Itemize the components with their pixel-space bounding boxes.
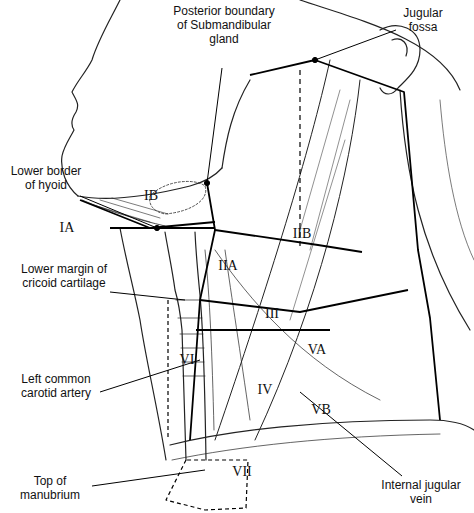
callout-label: Internal jugular vein bbox=[376, 478, 466, 506]
level-number: VA bbox=[302, 342, 332, 358]
level-number: IIB bbox=[284, 226, 320, 242]
level-number: IV bbox=[250, 382, 280, 398]
callout-label: Lower margin of cricoid cartilage bbox=[14, 262, 114, 290]
level-number: VII bbox=[224, 464, 260, 480]
level-number: VB bbox=[306, 402, 336, 418]
callout-label: Jugular fossa bbox=[390, 6, 456, 34]
callout-label: Left common carotid artery bbox=[6, 372, 106, 400]
level-number: IB bbox=[136, 188, 166, 204]
level-number: IIA bbox=[210, 258, 246, 274]
level-number: IA bbox=[52, 220, 82, 236]
callout-label: Lower border of hyoid bbox=[4, 164, 88, 192]
callout-label: Top of manubrium bbox=[8, 474, 92, 502]
level-number: III bbox=[254, 306, 290, 322]
level-number: VI bbox=[172, 352, 202, 368]
callout-label: Posterior boundary of Submandibular glan… bbox=[172, 4, 276, 46]
